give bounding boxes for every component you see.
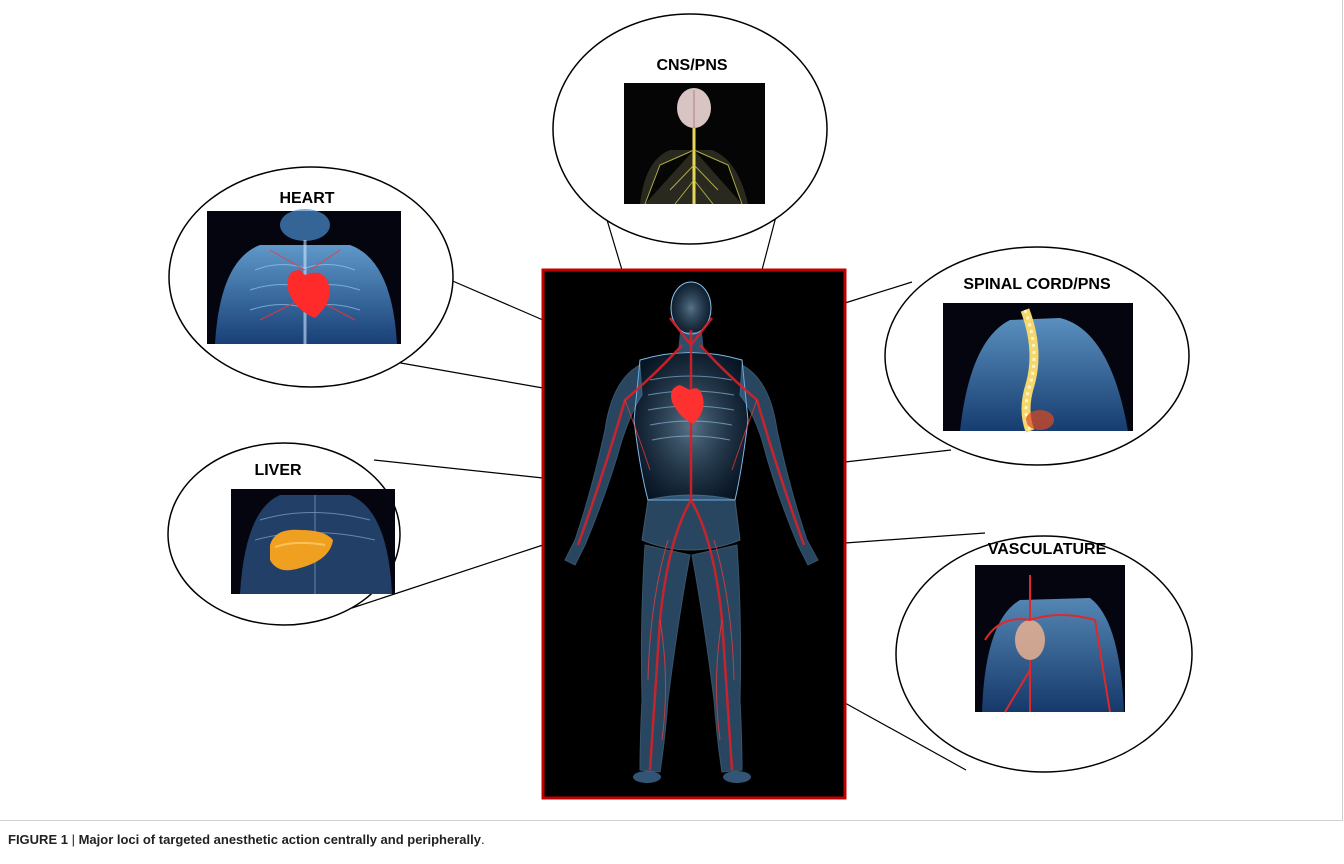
callout-cns-label: CNS/PNS	[656, 57, 727, 74]
callout-vasc-label: VASCULATURE	[988, 541, 1107, 558]
connector-liver-top	[374, 460, 543, 478]
heart-chest-image	[207, 209, 401, 344]
central-body-figure	[543, 270, 845, 798]
caption-prefix: FIGURE 1	[8, 832, 68, 847]
liver-abdomen-image	[231, 489, 395, 594]
connector-spinal-top	[845, 282, 912, 303]
connector-heart-bottom	[395, 362, 543, 388]
spine-image	[943, 303, 1133, 431]
connector-spinal-bottom	[845, 450, 951, 462]
connector-vasc-top	[845, 533, 985, 543]
callout-vasculature: VASCULATURE	[896, 536, 1192, 772]
callout-liver: LIVER	[168, 443, 400, 625]
caption-separator: |	[68, 832, 79, 847]
callout-liver-label: LIVER	[254, 462, 302, 479]
brain-nervous-system-image	[624, 83, 765, 204]
anesthetic-loci-diagram: CNS/PNS HEART	[0, 0, 1344, 822]
figure-caption: FIGURE 1 | Major loci of targeted anesth…	[8, 832, 485, 847]
caption-text: Major loci of targeted anesthetic action…	[79, 832, 481, 847]
caption-end: .	[481, 832, 485, 847]
vascular-image	[975, 565, 1125, 712]
connector-heart-top	[448, 279, 543, 320]
callout-heart-label: HEART	[279, 190, 334, 207]
callout-cns: CNS/PNS	[553, 14, 827, 244]
callout-spinal: SPINAL CORD/PNS	[885, 247, 1189, 465]
callout-spinal-label: SPINAL CORD/PNS	[963, 276, 1111, 293]
callout-heart: HEART	[169, 167, 453, 387]
